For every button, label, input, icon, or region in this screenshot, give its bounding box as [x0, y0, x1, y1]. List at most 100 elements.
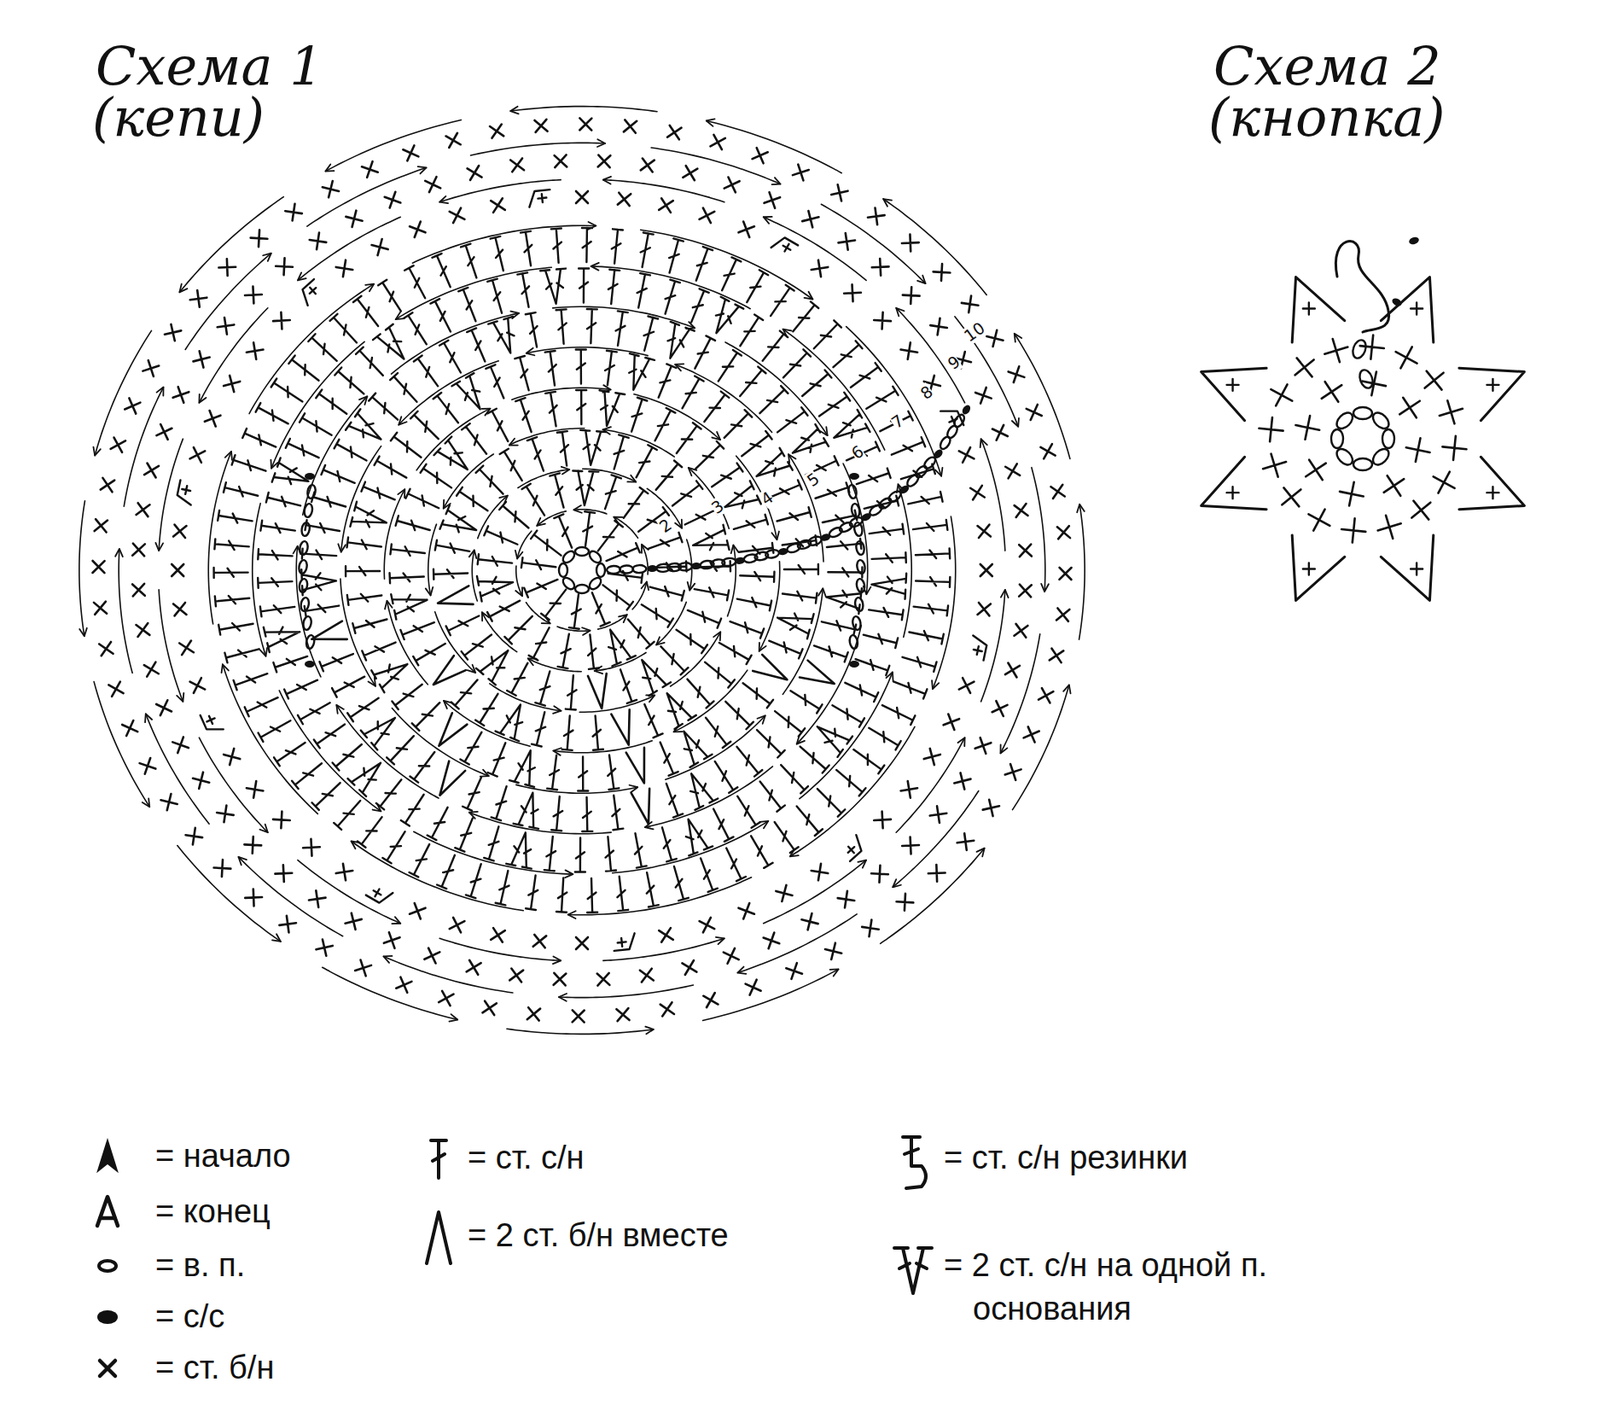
- increase-symbol: [631, 652, 672, 696]
- single-crochet-symbol: [190, 447, 206, 463]
- single-crochet-symbol: [1040, 443, 1055, 459]
- row-arc: [536, 511, 566, 526]
- single-crochet-symbol: [1270, 384, 1292, 406]
- double-crochet-symbol: [816, 392, 851, 421]
- single-crochet-symbol: [959, 677, 975, 693]
- row-arc: [1012, 684, 1070, 809]
- double-crochet-symbol: [829, 700, 865, 728]
- arrow-head: [467, 664, 477, 673]
- double-crochet-symbol: [549, 472, 569, 509]
- double-crochet-symbol: [257, 548, 293, 561]
- single-crochet-symbol: [837, 890, 856, 908]
- double-crochet-symbol: [499, 501, 532, 532]
- row-arc: [384, 488, 405, 579]
- row-arc: [897, 483, 912, 637]
- plus-mark: [1227, 486, 1240, 499]
- single-crochet-symbol: [279, 915, 297, 933]
- double-crochet-symbol: [602, 836, 617, 872]
- double-crochet-symbol: [879, 700, 915, 725]
- arrow-head: [1041, 583, 1049, 592]
- increase-symbol: [577, 430, 606, 466]
- double-crochet-symbol: [686, 288, 710, 325]
- single-crochet-symbol: [132, 543, 146, 557]
- arrow-head: [142, 797, 150, 807]
- double-crochet-symbol: [657, 826, 677, 862]
- arrow-head: [176, 692, 184, 702]
- increase-symbol: [719, 480, 762, 518]
- arrow-head: [645, 821, 654, 829]
- double-crochet-symbol: [223, 482, 260, 501]
- double-crochet-symbol: [742, 269, 768, 305]
- double-crochet-symbol: [545, 350, 560, 386]
- double-crochet-symbol: [626, 397, 647, 434]
- arrow-head: [603, 176, 611, 185]
- double-crochet-symbol: [551, 795, 565, 831]
- single-crochet-symbol: [309, 232, 327, 251]
- double-crochet-symbol: [391, 680, 425, 710]
- arrow-head: [830, 968, 839, 976]
- single-crochet-symbol: [1005, 463, 1020, 478]
- double-crochet-symbol: [615, 667, 637, 704]
- row-arc: [613, 517, 638, 539]
- single-crochet-symbol: [975, 387, 992, 404]
- double-crochet-symbol: [389, 571, 425, 584]
- double-crochet-symbol: [288, 354, 322, 384]
- arrow-head: [892, 878, 902, 887]
- row-arc: [552, 306, 695, 328]
- single-crochet-symbol: [361, 161, 379, 178]
- single-crochet-symbol: [681, 960, 697, 975]
- single-crochet-symbol: [597, 972, 611, 986]
- double-crochet-symbol: [527, 436, 549, 473]
- row-arc: [222, 663, 318, 814]
- arrow-head: [552, 705, 562, 714]
- row-arc: [383, 955, 512, 993]
- single-crochet-symbol: [616, 1007, 629, 1021]
- decrease-symbol: [308, 621, 347, 649]
- double-crochet-symbol: [531, 710, 550, 747]
- single-crochet-symbol: [409, 221, 425, 238]
- row-arc: [981, 589, 1006, 702]
- arrow-head: [804, 291, 814, 300]
- arrow-head: [674, 724, 683, 732]
- row-arc: [341, 446, 382, 553]
- double-crochet-symbol: [483, 825, 504, 862]
- double-crochet-symbol: [299, 413, 335, 440]
- arrow-head: [395, 312, 405, 320]
- single-crochet-symbol: [110, 437, 126, 453]
- single-crochet-symbol: [977, 602, 991, 616]
- single-crochet-symbol: [576, 191, 588, 204]
- arrow-head: [482, 611, 489, 621]
- double-crochet-symbol: [700, 391, 730, 425]
- increase-symbol: [657, 321, 694, 363]
- single-crochet-symbol: [1361, 371, 1386, 396]
- end-symbol: [97, 1196, 118, 1226]
- chain-symbol: [303, 502, 315, 518]
- double-crochet-symbol: [891, 676, 928, 699]
- single-crochet-symbol: [527, 1006, 541, 1020]
- single-crochet-symbol: [873, 811, 891, 829]
- increase-symbol: [476, 641, 518, 685]
- single-crochet-symbol: [930, 805, 948, 823]
- double-crochet-symbol: [500, 448, 527, 483]
- double-crochet-symbol: [721, 845, 746, 881]
- arrow-head: [558, 993, 567, 1001]
- single-crochet-symbol: [218, 258, 236, 276]
- double-crochet-symbol: [855, 468, 891, 489]
- arrow-head: [515, 550, 523, 559]
- row-arc: [582, 468, 637, 482]
- single-crochet-symbol: [1005, 662, 1020, 677]
- single-crochet-symbol: [703, 992, 718, 1007]
- single-crochet-symbol: [1399, 397, 1420, 419]
- double-crochet-symbol: [766, 285, 794, 320]
- decrease-symbol: [426, 1211, 451, 1263]
- double-crochet-symbol: [535, 669, 555, 706]
- double-crochet-symbol: [797, 742, 830, 773]
- double-crochet-symbol: [355, 347, 387, 379]
- single-crochet-symbol: [554, 154, 568, 168]
- arrow-head: [917, 275, 926, 284]
- arrow-head: [1014, 333, 1022, 343]
- double-crochet-symbol: [435, 540, 472, 557]
- single-crochet-symbol: [1005, 763, 1022, 780]
- row-arc: [688, 467, 730, 529]
- double-crochet-symbol: [506, 660, 533, 696]
